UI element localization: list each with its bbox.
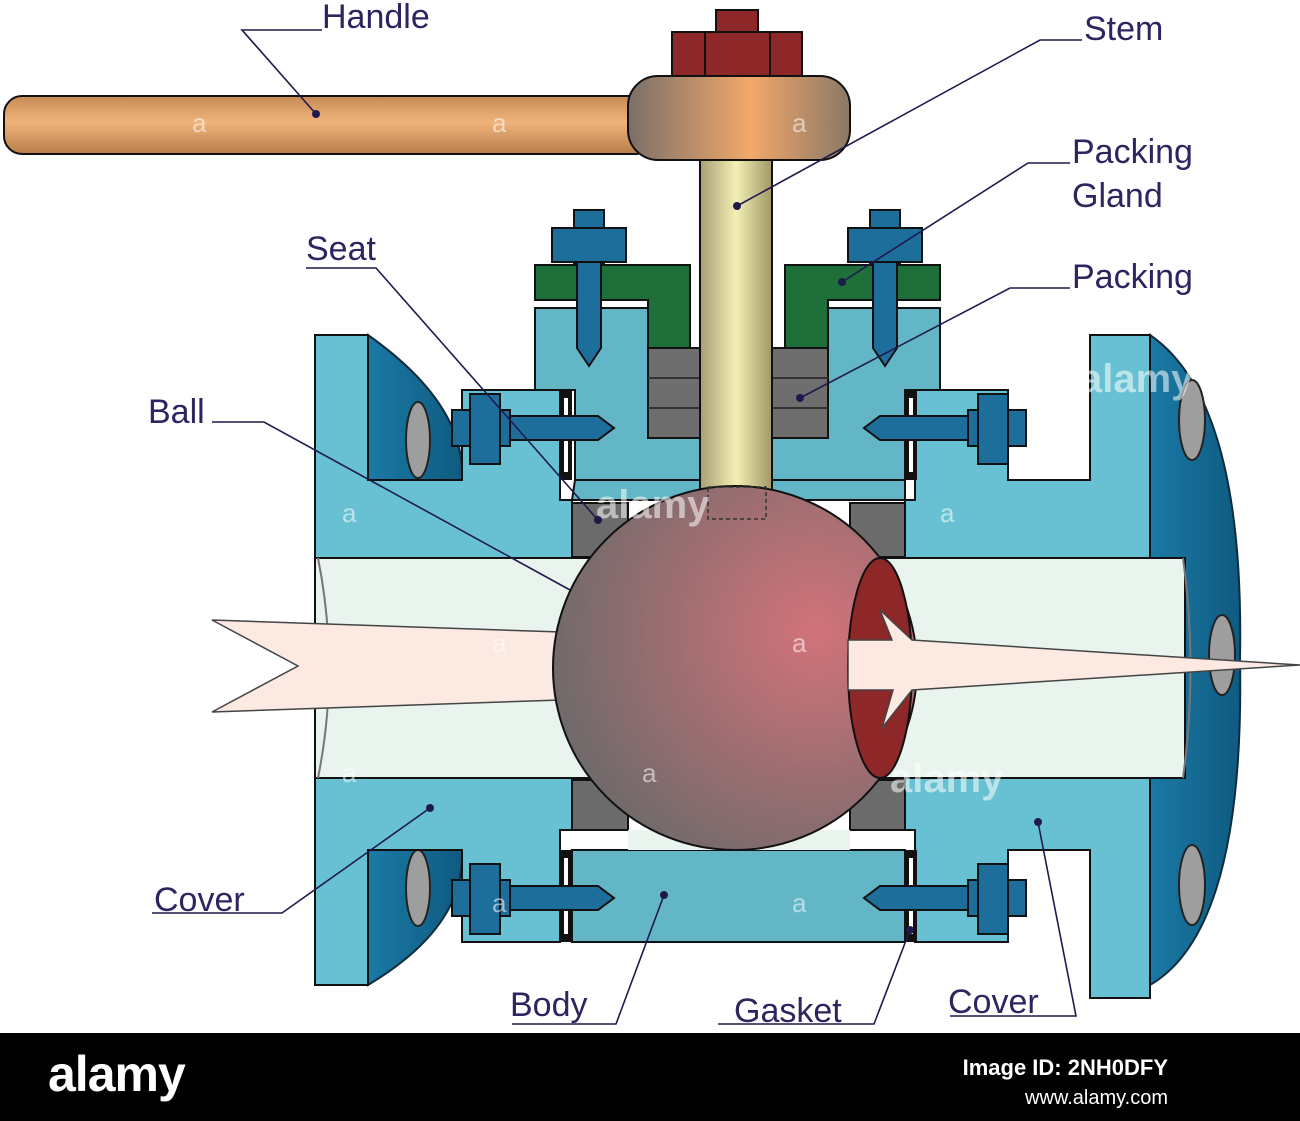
watermark-mark: a bbox=[342, 758, 357, 788]
watermark-word: alamy bbox=[890, 757, 1004, 801]
packing-right bbox=[771, 347, 829, 439]
watermark-mark: a bbox=[492, 628, 507, 658]
flow-arrow-inlet bbox=[211, 619, 561, 713]
label-handle: Handle bbox=[322, 0, 430, 36]
leader-dot bbox=[660, 891, 668, 899]
stem-nut bbox=[671, 9, 803, 77]
label-packing: Packing bbox=[1072, 258, 1193, 296]
packing-gland-left bbox=[534, 264, 691, 349]
watermark-mark: a bbox=[492, 888, 507, 918]
bolt-lower-left bbox=[451, 863, 616, 935]
leader-dot bbox=[796, 394, 804, 402]
flow-arrow-outlet bbox=[847, 609, 1300, 729]
leader-stem bbox=[736, 39, 1082, 207]
watermark-mark: a bbox=[192, 108, 207, 138]
leader-body bbox=[512, 894, 665, 1025]
leader-handle bbox=[240, 29, 322, 115]
body-lower bbox=[571, 849, 906, 943]
stem bbox=[699, 149, 773, 496]
leader-cover-left bbox=[152, 807, 431, 914]
footer-bar: alamy Image ID: 2NH0DFY www.alamy.com bbox=[0, 1033, 1300, 1121]
bolt-upper-left bbox=[451, 393, 616, 465]
label-packing-gland: Gland bbox=[1072, 177, 1163, 215]
watermark-mark: a bbox=[642, 758, 657, 788]
leader-cover-right bbox=[950, 821, 1077, 1017]
leader-ball bbox=[212, 421, 571, 591]
right-flange-bolt-hole bbox=[1178, 844, 1206, 926]
right-flange-bolt-hole bbox=[1178, 379, 1206, 461]
watermark-mark: a bbox=[792, 108, 807, 138]
left-flange-bolt-hole bbox=[405, 849, 431, 927]
footer-logo: alamy bbox=[48, 1046, 186, 1102]
left-flange-bolt-hole bbox=[405, 401, 431, 479]
leader-dot bbox=[838, 278, 846, 286]
handle-collar bbox=[627, 75, 851, 161]
ball-valve-diagram: a a a a a a a a a a a alamy alamy alamy … bbox=[3, 0, 1300, 1030]
packing-left bbox=[647, 347, 701, 439]
watermark-mark: a bbox=[940, 498, 955, 528]
right-cover-upper bbox=[904, 334, 1151, 559]
packing-gland-right bbox=[784, 264, 941, 349]
label-gasket: Gasket bbox=[734, 992, 842, 1030]
label-body: Body bbox=[510, 986, 588, 1024]
watermark-word: alamy bbox=[596, 483, 710, 527]
leader-dot bbox=[906, 926, 914, 934]
stem-slot bbox=[707, 486, 767, 520]
leader-dot bbox=[733, 202, 741, 210]
label-seat: Seat bbox=[306, 230, 376, 268]
leader-dot bbox=[426, 804, 434, 812]
bolt-upper-right bbox=[862, 393, 1027, 465]
label-cover-right: Cover bbox=[948, 983, 1039, 1021]
right-flange-bolt-hole bbox=[1208, 614, 1236, 696]
leader-packing-gland bbox=[841, 162, 1070, 283]
leader-dot bbox=[1034, 818, 1042, 826]
footer-url: www.alamy.com bbox=[1025, 1087, 1168, 1109]
label-packing-gland: Packing bbox=[1072, 133, 1193, 171]
label-cover-left: Cover bbox=[154, 881, 245, 919]
handle-lever bbox=[3, 95, 655, 155]
leader-seat bbox=[306, 267, 599, 521]
bolt-lower-right bbox=[862, 863, 1027, 935]
watermark-mark: a bbox=[792, 628, 807, 658]
seat-right-lower bbox=[849, 779, 906, 831]
watermark-mark: a bbox=[342, 498, 357, 528]
gland-bolt-right bbox=[847, 209, 923, 368]
watermark-mark: a bbox=[492, 108, 507, 138]
watermark-mark: a bbox=[792, 888, 807, 918]
gland-bolt-left bbox=[551, 209, 627, 368]
watermark-word: alamy bbox=[1080, 357, 1194, 401]
leader-dot bbox=[312, 110, 320, 118]
right-cover-lower bbox=[904, 777, 1151, 999]
leader-packing bbox=[799, 287, 1070, 399]
label-stem: Stem bbox=[1084, 10, 1163, 48]
footer-image-id: Image ID: 2NH0DFY bbox=[962, 1055, 1168, 1080]
label-ball: Ball bbox=[148, 393, 205, 431]
leader-dot bbox=[594, 516, 602, 524]
leader-gasket bbox=[718, 929, 911, 1025]
